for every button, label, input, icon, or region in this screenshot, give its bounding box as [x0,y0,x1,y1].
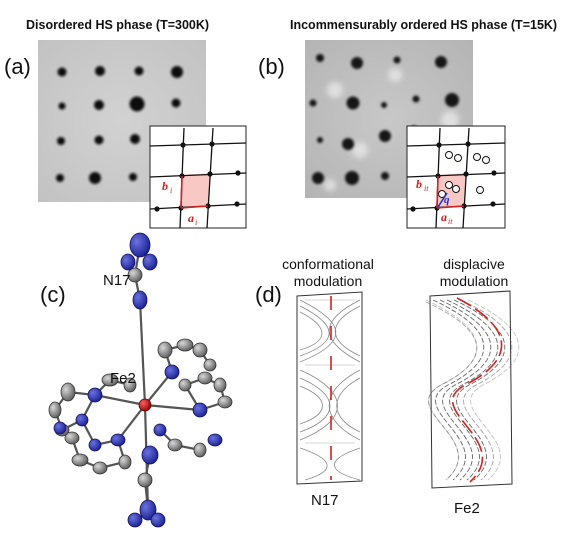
svg-text:it: it [424,184,429,193]
diffraction-spots-b [309,54,459,185]
iron-atom [138,398,152,412]
vector-a-a: a [188,211,194,225]
conformational-caption: N17 [311,492,339,509]
vector-a-b: a [441,210,447,224]
conformational-title: conformational modulation [282,256,374,289]
unit-cell-b [437,173,466,208]
fe2-trace [451,297,503,483]
displacive-box [429,290,513,489]
panel-b-label: (b) [258,54,285,79]
panel-a-title: Disordered HS phase (T=300K) [26,18,210,32]
unit-cell-a [181,173,210,208]
svg-text:i: i [170,186,172,195]
panel-a-label: (a) [4,54,31,79]
panel-d-label: (d) [255,282,282,307]
diffraction-spots-a [56,66,183,184]
svg-text:i: i [195,218,197,227]
vector-b-a: b [162,179,168,193]
panel-c-label: (c) [40,282,66,307]
displacive-title: displacive modulation [439,256,509,289]
atom-label-n17: N17 [103,272,131,289]
displacive-caption: Fe2 [454,500,480,517]
atom-label-fe2: Fe2 [110,370,136,387]
vector-q: q [444,194,450,206]
panel-b-title: Incommensurably ordered HS phase (T=15K) [290,18,558,32]
vector-b-b: b [416,177,422,191]
svg-text:it: it [448,217,453,226]
vector-q-arrow [437,192,448,208]
